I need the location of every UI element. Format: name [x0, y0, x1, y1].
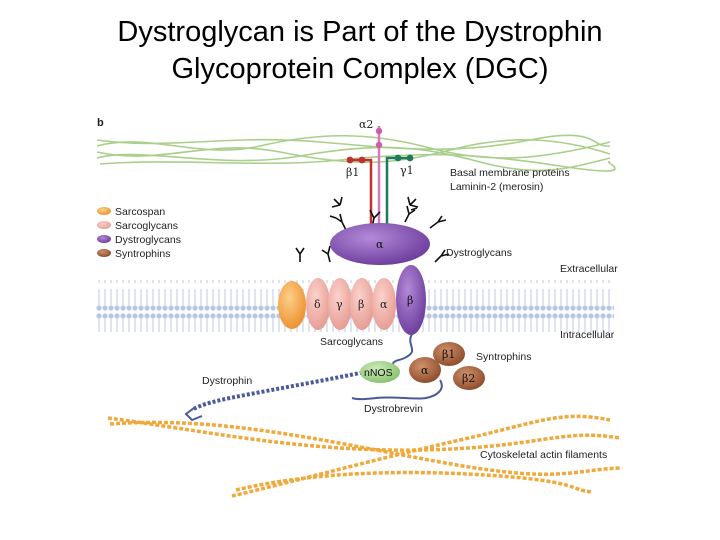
syntrophin-complex — [409, 342, 485, 390]
label-dystroglycans: Dystroglycans — [446, 247, 512, 259]
label-dystrobrevin: Dystrobrevin — [364, 403, 423, 415]
title-line-1: Dystroglycan is Part of the Dystrophin — [117, 16, 603, 48]
legend-swatch-sarcospan — [97, 207, 111, 215]
label-basal-membrane-proteins: Basal membrane proteins — [450, 167, 570, 179]
beta-dystroglycan — [396, 265, 426, 335]
label-alpha2: α2 — [359, 118, 373, 131]
label-sg-alpha: α — [380, 298, 388, 311]
label-syn-beta2: β2 — [462, 372, 475, 385]
sarcoglycan-alpha — [372, 278, 396, 330]
legend-label-syntrophins: Syntrophins — [115, 248, 170, 260]
dystrobrevin — [351, 379, 443, 401]
label-sg-gamma: γ — [336, 298, 343, 311]
legend-swatch-syntrophins — [97, 249, 111, 257]
label-sg-beta: β — [358, 298, 364, 311]
sarcoglycan-complex — [306, 278, 396, 330]
label-sg-delta: δ — [314, 298, 321, 311]
syntrophin-beta2 — [453, 366, 485, 390]
legend-label-dystroglycans: Dystroglycans — [115, 234, 181, 246]
laminin-2 — [346, 126, 414, 232]
label-alpha-dg: α — [376, 238, 384, 251]
sarcospan — [278, 281, 306, 329]
syntrophin-beta1 — [433, 342, 465, 366]
legend: Sarcospan Sarcoglycans Dystroglycans Syn… — [97, 206, 181, 260]
legend-swatch-sarcoglycans — [97, 221, 111, 229]
alpha-dystroglycan — [330, 223, 430, 265]
panel-letter: b — [97, 117, 104, 129]
sarcoglycan-gamma — [328, 278, 352, 330]
sarcoglycan-beta — [350, 278, 374, 330]
sarcoglycan-delta — [306, 278, 330, 330]
label-actin: Cytoskeletal actin filaments — [480, 449, 607, 461]
label-beta-dg: β — [407, 294, 413, 307]
legend-swatch-dystroglycans — [97, 235, 111, 243]
label-laminin: Laminin-2 (merosin) — [450, 181, 543, 193]
label-syn-beta1: β1 — [442, 348, 455, 361]
label-intracellular: Intracellular — [560, 329, 615, 341]
label-syn-alpha: α — [421, 364, 429, 377]
legend-label-sarcoglycans: Sarcoglycans — [115, 220, 178, 232]
label-syntrophins: Syntrophins — [476, 351, 531, 363]
label-gamma1: γ1 — [400, 164, 414, 177]
legend-label-sarcospan: Sarcospan — [115, 206, 165, 218]
label-sarcoglycans: Sarcoglycans — [320, 336, 383, 348]
label-extracellular: Extracellular — [560, 263, 618, 275]
title-line-2: Glycoprotein Complex (DGC) — [171, 53, 549, 85]
label-nnos: nNOS — [364, 367, 393, 379]
label-beta1: β1 — [346, 166, 359, 179]
nnos — [360, 361, 400, 383]
actin-filaments — [107, 414, 621, 498]
syntrophin-alpha — [409, 357, 441, 383]
slide-title: Dystroglycan is Part of the Dystrophin G… — [0, 14, 720, 88]
label-dystrophin: Dystrophin — [202, 375, 252, 387]
dystrophin — [184, 333, 414, 422]
